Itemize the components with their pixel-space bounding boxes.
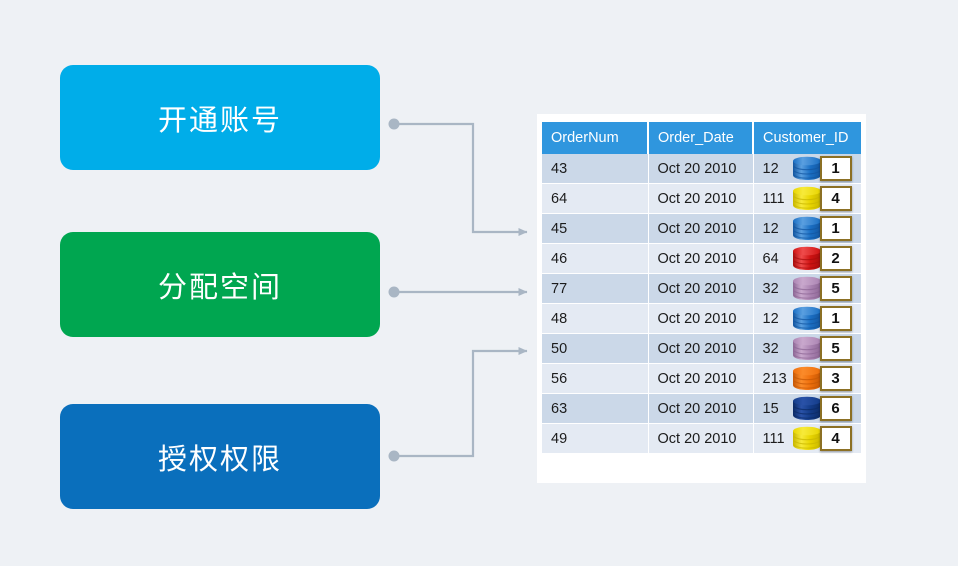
database-icon [792, 156, 822, 181]
cell-ordernum: 77 [542, 273, 649, 304]
database-number-badge: 1 [819, 306, 852, 331]
cell-customer-id: 213 3 [753, 363, 862, 394]
cell-ordernum: 63 [542, 393, 649, 424]
database-icon [792, 426, 822, 451]
customer-id-content: 111 4 [763, 424, 862, 453]
process-step-grant-permission[interactable]: 授权权限 [60, 404, 380, 509]
cell-order-date: Oct 20 2010 [648, 363, 754, 394]
cell-order-date: Oct 20 2010 [648, 243, 754, 274]
connector-allocate-space [388, 286, 528, 298]
database-number-badge: 1 [819, 216, 852, 241]
cell-customer-id: 111 4 [753, 423, 862, 454]
database-icon [792, 276, 822, 301]
customer-id-content: 111 4 [763, 184, 862, 213]
database-icon [792, 396, 822, 421]
customer-id-value: 213 [762, 370, 787, 387]
cell-customer-id: 32 5 [753, 333, 862, 364]
cell-customer-id: 12 1 [753, 154, 861, 184]
cell-customer-id: 32 5 [753, 273, 862, 304]
cell-order-date: Oct 20 2010 [648, 423, 754, 454]
cell-ordernum: 45 [542, 213, 649, 244]
customer-id-value: 12 [762, 310, 779, 327]
customer-id-content: 213 3 [763, 364, 862, 393]
table-header-row: OrderNum Order_Date Customer_ID [542, 122, 861, 154]
cell-order-date: Oct 20 2010 [648, 183, 754, 214]
cell-ordernum: 64 [542, 183, 649, 214]
customer-id-value: 15 [762, 400, 779, 417]
customer-id-content: 15 6 [763, 394, 862, 423]
database-number-badge: 1 [819, 156, 852, 181]
customer-id-content: 12 1 [763, 214, 862, 243]
database-icon [792, 186, 822, 211]
process-step-label: 开通账号 [157, 104, 282, 137]
customer-id-value: 12 [762, 160, 779, 177]
cell-order-date: Oct 20 2010 [648, 303, 754, 334]
database-icon [792, 246, 822, 271]
customer-id-value: 32 [762, 340, 779, 357]
cell-order-date: Oct 20 2010 [648, 273, 754, 304]
database-icon [792, 306, 822, 331]
customer-id-content: 12 1 [763, 304, 862, 333]
connector-open-account [388, 118, 528, 236]
customer-id-content: 12 1 [763, 154, 862, 183]
cell-ordernum: 56 [542, 363, 649, 394]
customer-id-content: 32 5 [763, 274, 862, 303]
database-number-badge: 4 [819, 426, 852, 451]
database-number-badge: 3 [819, 366, 852, 391]
process-step-label: 授权权限 [157, 443, 282, 476]
cell-customer-id: 15 6 [753, 393, 862, 424]
cell-ordernum: 48 [542, 303, 649, 334]
database-icon [792, 366, 822, 391]
database-number-badge: 4 [819, 186, 852, 211]
database-number-badge: 2 [819, 246, 852, 271]
cell-ordernum: 46 [542, 243, 649, 274]
cell-ordernum: 49 [542, 423, 649, 454]
column-header-order-date[interactable]: Order_Date [648, 122, 754, 154]
cell-order-date: Oct 20 2010 [648, 213, 754, 244]
customer-id-value: 111 [762, 430, 785, 447]
customer-id-content: 64 2 [763, 244, 862, 273]
cell-order-date: Oct 20 2010 [648, 393, 754, 424]
customer-id-value: 111 [762, 190, 785, 207]
customer-id-value: 64 [762, 250, 779, 267]
database-icon [792, 216, 822, 241]
database-number-badge: 5 [819, 276, 852, 301]
database-icon [792, 336, 822, 361]
table-header: OrderNum Order_Date Customer_ID [542, 122, 861, 154]
cell-order-date: Oct 20 2010 [648, 154, 754, 184]
cell-customer-id: 12 1 [753, 213, 862, 244]
process-step-open-account[interactable]: 开通账号 [60, 65, 380, 170]
cell-order-date: Oct 20 2010 [648, 333, 754, 364]
process-step-label: 分配空间 [157, 271, 282, 304]
cell-customer-id: 64 2 [753, 243, 862, 274]
cell-ordernum: 50 [542, 333, 649, 364]
cell-ordernum: 43 [542, 154, 649, 184]
customer-id-content: 32 5 [763, 334, 862, 363]
cell-customer-id: 111 4 [753, 183, 862, 214]
customer-id-value: 12 [762, 220, 779, 237]
process-step-allocate-space[interactable]: 分配空间 [60, 232, 380, 337]
database-number-badge: 5 [819, 336, 852, 361]
column-header-customer-id[interactable]: Customer_ID [753, 122, 861, 154]
connector-grant-permission [388, 347, 528, 462]
column-header-ordernum[interactable]: OrderNum [542, 122, 649, 154]
cell-customer-id: 12 1 [753, 303, 862, 334]
customer-id-value: 32 [762, 280, 779, 297]
database-number-badge: 6 [819, 396, 852, 421]
